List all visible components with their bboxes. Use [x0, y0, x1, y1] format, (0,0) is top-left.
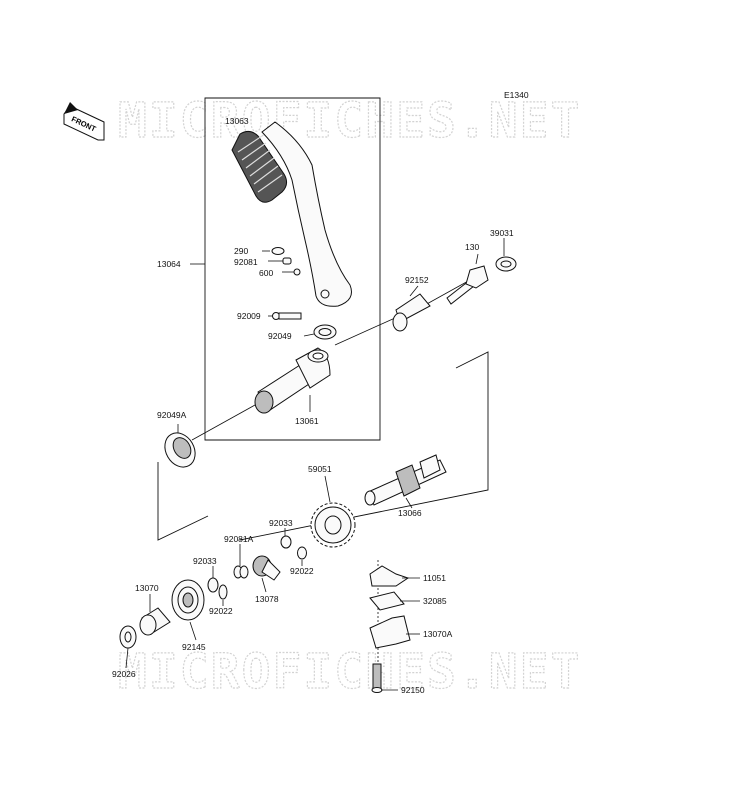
- oil-seal-92049A: [164, 432, 196, 468]
- kick-shaft: [364, 454, 447, 506]
- washer-92022-lower: [218, 584, 228, 600]
- label-92152: 92152: [405, 275, 429, 285]
- label-92081: 92081: [234, 257, 258, 267]
- oil-seal-92049: [313, 324, 337, 340]
- washer-92026: [119, 625, 137, 649]
- label-13066: 13066: [398, 508, 422, 518]
- label-92022-lower: 92022: [209, 606, 233, 616]
- washer-92022-upper: [297, 546, 307, 560]
- circlip-92033-upper: [280, 535, 292, 549]
- kick-gear: [310, 502, 356, 548]
- front-arrow-icon: FRONT: [63, 102, 105, 141]
- label-92081A: 92081A: [224, 534, 254, 544]
- pedal-rubber-grip: [231, 130, 288, 203]
- label-92049A: 92049A: [157, 410, 187, 420]
- cap-39031: [495, 256, 517, 272]
- shaft-frame: [157, 351, 489, 541]
- kick-pedal-boss: [254, 347, 331, 414]
- label-92033-upper: 92033: [269, 518, 293, 528]
- bolt-92150: [371, 663, 383, 693]
- label-290: 290: [234, 246, 248, 256]
- guide-11051: [369, 565, 410, 587]
- leader-lines: [125, 238, 505, 691]
- plate-32085: [369, 591, 405, 611]
- diagram-code: E1340: [504, 90, 529, 100]
- label-92049: 92049: [268, 331, 292, 341]
- label-92145: 92145: [182, 642, 206, 652]
- label-13078: 13078: [255, 594, 279, 604]
- circlip-92033-lower: [207, 577, 219, 593]
- label-600: 600: [259, 268, 273, 278]
- bolt-130: [446, 265, 489, 305]
- collar-92152: [392, 293, 431, 332]
- label-11051: 11051: [423, 573, 446, 583]
- label-39031: 39031: [490, 228, 514, 238]
- bolt-92009: [272, 312, 302, 320]
- label-13070: 13070: [135, 583, 159, 593]
- assembly-frame: [204, 97, 381, 441]
- spring-guide-13070: [139, 607, 171, 636]
- ratchet-13078: [252, 555, 281, 581]
- label-92033-lower: 92033: [193, 556, 217, 566]
- ball-600: [293, 268, 301, 276]
- guide-13070A: [369, 615, 411, 649]
- label-13061: 13061: [295, 416, 319, 426]
- label-13063: 13063: [225, 116, 249, 126]
- label-92026: 92026: [112, 669, 136, 679]
- label-92150: 92150: [401, 685, 425, 695]
- label-92009: 92009: [237, 311, 261, 321]
- spring-92081A: [233, 565, 249, 579]
- ball-290: [271, 247, 285, 255]
- spring-92081: [282, 257, 292, 265]
- label-130: 130: [465, 242, 479, 252]
- kick-spring: [171, 579, 205, 621]
- label-13070A: 13070A: [423, 629, 453, 639]
- watermark-bottom: MICROFICHES.NET: [118, 644, 581, 700]
- watermark-top: MICROFICHES.NET: [118, 93, 581, 149]
- kick-pedal-lever: [261, 121, 352, 307]
- label-92022-upper: 92022: [290, 566, 314, 576]
- label-59051: 59051: [308, 464, 332, 474]
- label-32085: 32085: [423, 596, 447, 606]
- label-13064: 13064: [157, 259, 181, 269]
